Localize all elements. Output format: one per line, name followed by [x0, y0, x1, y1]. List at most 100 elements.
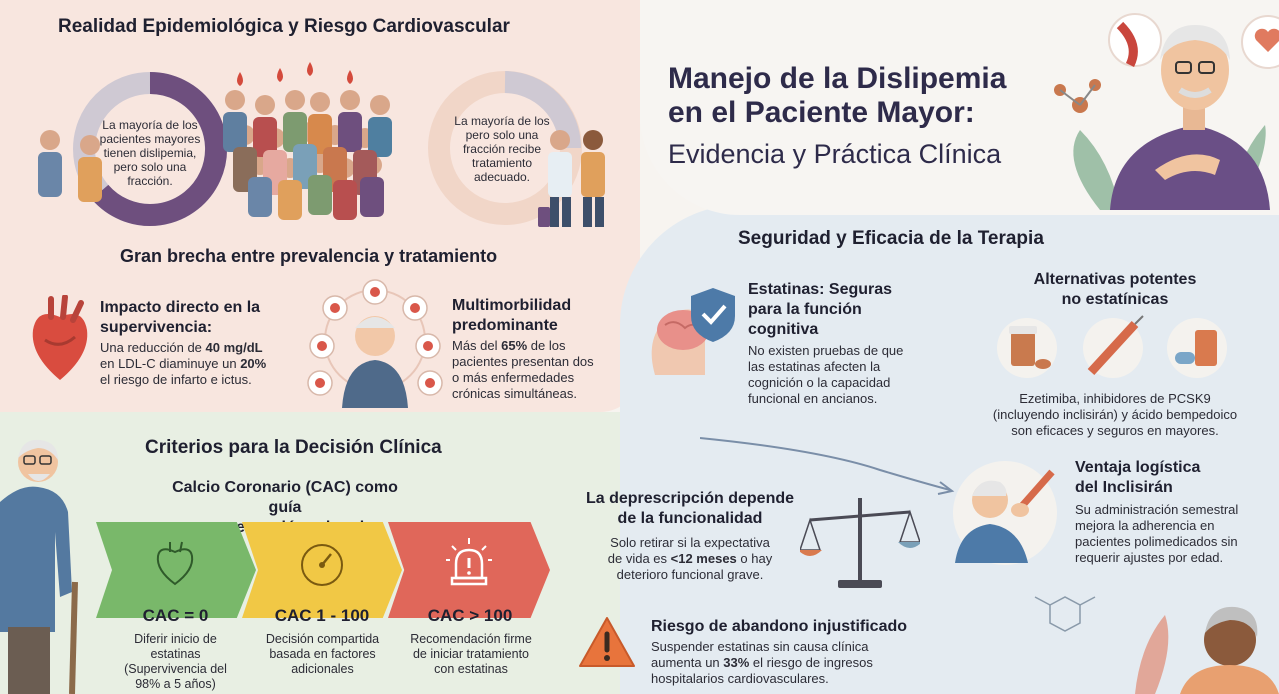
abandon-text: aumenta un	[651, 655, 724, 670]
impact-value-percent: 20%	[240, 356, 267, 371]
multimorbidity-body-line: crónicas simultáneas.	[452, 386, 577, 401]
impact-body: Una reducción de 40 mg/dL en LDL-C diami…	[100, 340, 300, 388]
impact-title-line: Impacto directo en la	[100, 299, 261, 316]
inclisiran-title-line: del Inclisirán	[1075, 479, 1173, 496]
inclisiran-title-line: Ventaja logística	[1075, 459, 1201, 476]
cac-desc-line: adicionales	[291, 662, 354, 676]
inclisiran-body-line: mejora la adherencia en	[1075, 518, 1215, 533]
deprescription-text: o hay	[736, 551, 773, 566]
cac-desc-line: Diferir inicio de	[134, 632, 217, 646]
cac-desc-line: (Supervivencia del	[124, 662, 227, 676]
warning-icon	[579, 617, 635, 667]
cac-desc-line: Decisión compartida	[265, 632, 380, 646]
deprescription-body: Solo retirar si la expectativa de vida e…	[575, 535, 805, 583]
multimorbidity-title-line: predominante	[452, 317, 558, 334]
cac-heading-line: Calcio Coronario (CAC) como guía	[172, 479, 398, 516]
alternatives-title-line: no estatínicas	[1061, 291, 1169, 308]
impact-text: Una reducción de	[100, 340, 206, 355]
cac-arrow-yellow	[242, 522, 402, 618]
inclisiran-title: Ventaja logística del Inclisirán	[1075, 458, 1200, 498]
alternatives-body-line: (incluyendo inclisirán) y ácido bempedoi…	[992, 407, 1238, 422]
deprescription-value: <12 meses	[670, 551, 737, 566]
multimorbidity-text: Más del	[452, 338, 502, 353]
statins-body-line: cognición o la capacidad	[748, 375, 891, 390]
abandon-body-line: Suspender estatinas sin causa clínica	[651, 639, 869, 654]
multimorbidity-title-line: Multimorbilidad	[452, 297, 572, 314]
deprescription-title-line: La deprescripción depende	[585, 490, 795, 507]
inclisiran-body-line: pacientes polimedicados sin	[1075, 534, 1238, 549]
cac-title: CAC = 0	[142, 606, 209, 625]
statins-title-line: cognitiva	[748, 321, 819, 338]
statins-title-line: Estatinas: Seguras	[748, 281, 893, 298]
multimorbidity-body: Más del 65% de los pacientes presentan d…	[452, 338, 632, 402]
anatomical-heart-icon	[32, 295, 88, 380]
cac-desc: Decisión compartida basada en factores a…	[250, 632, 395, 677]
alternatives-body-line: son eficaces y seguros en mayores.	[1011, 423, 1219, 438]
cac-title: CAC > 100	[427, 606, 513, 625]
heart-icon	[156, 541, 194, 586]
deprescription-body-line: Solo retirar si la expectativa	[610, 535, 770, 550]
cac-desc-line: basada en factores	[269, 647, 376, 661]
statins-body-line: las estatinas afecten la	[748, 359, 881, 374]
inclisiran-body-line: requerir ajustes por edad.	[1075, 550, 1224, 565]
cac-title: CAC 1 - 100	[274, 606, 370, 625]
donut2-line: pero solo una	[465, 128, 539, 142]
criteria-heading: Criterios para la Decisión Clínica	[145, 437, 442, 458]
elderly-man-chest-illustration	[1054, 13, 1279, 210]
deprescription-title-line: de la funcionalidad	[617, 510, 763, 527]
page-title-line2: en el Paciente Mayor:	[668, 96, 975, 129]
donut1-text: La mayoría de los pacientes mayores tien…	[90, 118, 210, 188]
medication-icons	[997, 315, 1227, 378]
cac-desc-line: con estatinas	[434, 662, 508, 676]
balance-scale-icon	[800, 498, 920, 588]
impact-text: en LDL-C diaminuye un	[100, 356, 241, 371]
impact-title-line: supervivencia:	[100, 319, 213, 336]
deprescription-body-line: de vida es <12 meses o hay	[575, 551, 805, 567]
abandon-text: el riesgo de ingresos	[749, 655, 873, 670]
safety-panel	[620, 205, 1279, 694]
alarm-icon	[446, 538, 492, 586]
multimorbidity-text: de los	[527, 338, 566, 353]
abandon-value: 33%	[723, 655, 750, 670]
deprescription-body-line: deterioro funcional grave.	[616, 567, 764, 582]
flow-arrow	[700, 437, 955, 495]
alternatives-body-line: Ezetimiba, inhibidores de PCSK9	[1019, 391, 1211, 406]
statins-title: Estatinas: Seguras para la función cogni…	[748, 280, 892, 340]
donut1-line: pero solo una	[113, 160, 187, 174]
statins-body: No existen pruebas de que las estatinas …	[748, 343, 928, 407]
inclisiran-body: Su administración semestral mejora la ad…	[1075, 502, 1275, 566]
donut1-line: tienen dislipemia,	[103, 146, 197, 160]
elderly-man-cane-illustration	[0, 439, 78, 694]
elderly-crowd-illustration	[38, 62, 392, 220]
epidemiology-heading: Realidad Epidemiológica y Riesgo Cardiov…	[58, 16, 510, 37]
abandon-body-line: hospitalarios cardiovasculares.	[651, 671, 829, 686]
statins-body-line: No existen pruebas de que	[748, 343, 904, 358]
alternatives-body: Ezetimiba, inhibidores de PCSK9 (incluye…	[960, 391, 1270, 439]
gap-heading: Gran brecha entre prevalencia y tratamie…	[120, 246, 498, 266]
deprescription-title: La deprescripción depende de la funciona…	[570, 489, 810, 529]
cac-desc-line: de iniciar tratamiento	[412, 647, 530, 661]
impact-body-line: el riesgo de infarto e ictus.	[100, 372, 252, 387]
safety-heading: Seguridad y Eficacia de la Terapia	[738, 228, 1044, 249]
statins-title-line: para la función	[748, 301, 862, 318]
impact-body-line: Una reducción de 40 mg/dL	[100, 340, 300, 356]
donut2-line: adecuado.	[473, 170, 531, 184]
donut1-line: La mayoría de los	[102, 118, 198, 132]
impact-value-ldl: 40 mg/dL	[205, 340, 263, 355]
cac-desc: Diferir inicio de estatinas (Supervivenc…	[108, 632, 243, 692]
donut2-line: fracción recibe	[462, 142, 542, 156]
multimorbidity-value: 65%	[501, 338, 528, 353]
statins-body-line: funcional en ancianos.	[748, 391, 878, 406]
page-title: Manejo de la Dislipemia en el Paciente M…	[668, 62, 1006, 130]
inclisiran-body-line: Su administración semestral	[1075, 502, 1239, 517]
doctor-patient-illustration	[538, 130, 605, 227]
multimorbidity-title: Multimorbilidad predominante	[452, 296, 571, 336]
gauge-icon	[301, 544, 343, 586]
injection-patient-illustration	[953, 461, 1057, 565]
impact-body-line: en LDL-C diaminuye un 20%	[100, 356, 300, 372]
multimorbidity-body-line: o más enfermedades	[452, 370, 575, 385]
cac-arrow-green	[96, 522, 256, 618]
abandon-title: Riesgo de abandono injustificado	[651, 618, 908, 635]
brain-shield-icon	[651, 288, 735, 375]
multimorbidity-body-line: pacientes presentan dos	[452, 354, 594, 369]
